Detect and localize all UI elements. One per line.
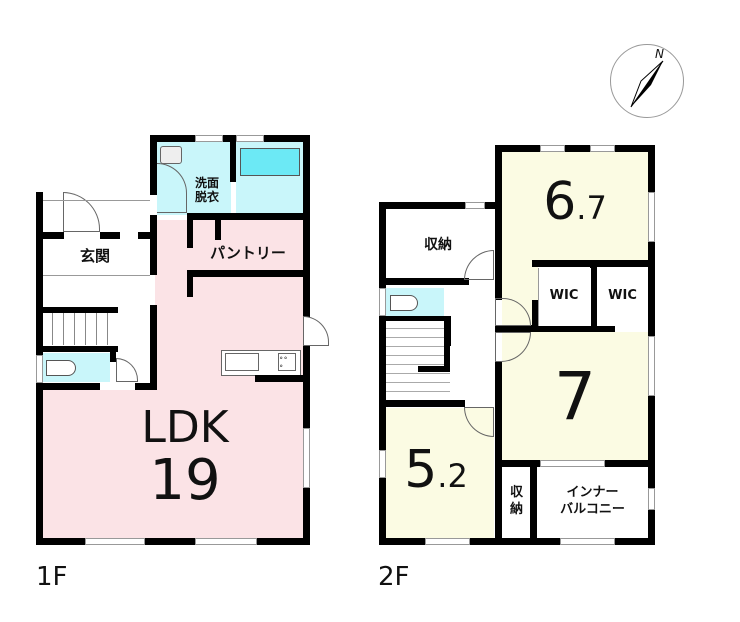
ldk-size: 19 [149, 448, 221, 513]
floor-label-1f: 1F [36, 562, 68, 592]
bathtub [240, 148, 300, 176]
storage-2-line2: 納 [509, 502, 523, 517]
washroom-label: 洗面脱衣 [185, 176, 229, 204]
entrance-label: 玄関 [79, 247, 110, 265]
balcony-line1: インナー [566, 485, 619, 500]
balcony-label: インナーバルコニー [537, 484, 648, 518]
stairs-1f [42, 313, 118, 345]
room-6-7-size: 6.7 [502, 172, 648, 232]
stairs-2f [386, 326, 450, 400]
toilet-icon [46, 360, 76, 376]
floor-label-2f: 2F [378, 562, 410, 592]
storage-2-line1: 収 [509, 485, 523, 500]
room-7 [502, 332, 648, 462]
north-arrow-icon [630, 60, 664, 108]
washroom-label-line2: 脱衣 [194, 190, 219, 204]
wic-1-label: WIC [549, 288, 579, 303]
ldk-room-lower [42, 390, 305, 540]
kitchen-sink-icon [225, 353, 259, 371]
pantry-label: パントリー [210, 244, 286, 262]
stove-icon: ∘∘∘ [278, 353, 296, 371]
room-5-2-dec: .2 [437, 457, 468, 495]
room-7-size: 7 [554, 358, 596, 435]
balcony-line2: バルコニー [560, 502, 625, 517]
room-5-2-size: 5.2 [386, 440, 486, 500]
sink-icon [160, 146, 182, 164]
wic-2-label: WIC [608, 288, 637, 303]
storage-2-label: 収納 [503, 484, 530, 518]
room-6-7 [502, 152, 648, 262]
toilet-icon-2f [390, 295, 418, 311]
compass: N [610, 44, 684, 118]
room-6-7-int: 6 [543, 172, 577, 232]
washroom-label-line1: 洗面 [194, 176, 219, 190]
north-label: N [655, 47, 664, 61]
room-5-2-int: 5 [404, 440, 438, 500]
room-6-7-dec: .7 [576, 189, 607, 227]
ldk-label: LDK [141, 402, 229, 453]
storage-1-label: 収納 [424, 237, 452, 253]
